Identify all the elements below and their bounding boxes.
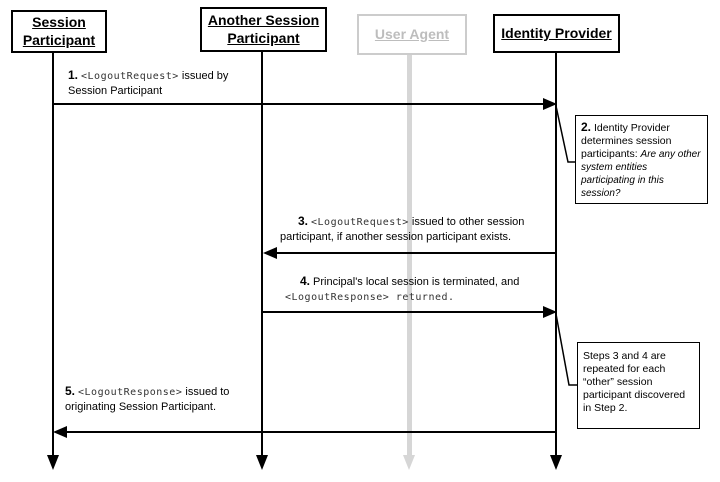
note-question-text: Are any other system entities participat… [581, 149, 701, 199]
actor-box-session-participant: Session Participant [11, 10, 107, 53]
actor-box-user-agent: User Agent [357, 14, 467, 55]
step-number: 5. [65, 384, 76, 398]
arrow-step5-head-icon [53, 426, 67, 438]
lifeline-end-arrow-icon [256, 455, 268, 470]
xml-tag: <LogoutRequest> [311, 217, 409, 228]
arrow-step5-line [66, 431, 557, 433]
arrow-step1-head-icon [543, 98, 557, 110]
actor-label: Identity Provider [501, 24, 612, 41]
message-text: participant, if another session particip… [280, 231, 512, 243]
arrow-step4-head-icon [543, 306, 557, 318]
message-text: issued to other session [408, 216, 525, 228]
actor-label: Session Participant [22, 14, 96, 48]
lifeline-end-arrow-icon [47, 455, 59, 470]
xml-tag: <LogoutResponse> [78, 387, 183, 398]
note-text: Steps 3 and 4 are repeated for each “oth… [583, 350, 686, 414]
message-step1: 1.<LogoutRequest> issued by Session Part… [68, 68, 318, 99]
actor-box-identity-provider: Identity Provider [493, 14, 620, 53]
arrow-step3-line [276, 252, 557, 254]
note-step2: 2.Identity Provider determines session p… [575, 115, 708, 204]
xml-tag: <LogoutRequest> [81, 71, 179, 82]
arrow-step1-line [53, 103, 544, 105]
step-number: 3. [298, 214, 309, 228]
note-text: Identity Provider determines session par… [581, 122, 672, 160]
note-connector-step2 [555, 105, 575, 163]
message-step5: 5.<LogoutResponse> issued to originating… [65, 384, 315, 415]
lifeline-session-participant [52, 53, 54, 455]
actor-label: Another Session Participant [207, 12, 320, 46]
step-number: 1. [68, 68, 79, 82]
message-text: issued to [182, 386, 230, 398]
lifeline-end-arrow-icon [550, 455, 562, 470]
message-text: Session Participant [68, 85, 163, 97]
message-step3: 3.<LogoutRequest> issued to other sessio… [280, 214, 575, 245]
actor-label: User Agent [374, 25, 450, 42]
message-text: Principal's local session is terminated,… [313, 276, 520, 288]
xml-tag: <LogoutResponse> returned. [285, 292, 455, 303]
lifeline-user-agent [407, 55, 412, 455]
lifeline-end-arrow-icon [403, 455, 415, 470]
actor-box-another-session-participant: Another Session Participant [200, 7, 327, 52]
note-repeat-steps: Steps 3 and 4 are repeated for each “oth… [577, 342, 700, 429]
arrow-step3-head-icon [263, 247, 277, 259]
arrow-step4-line [263, 311, 544, 313]
note-connector-repeat [555, 313, 577, 386]
message-text: issued by [178, 70, 229, 82]
step-number: 4. [300, 274, 311, 288]
step-number: 2. [581, 120, 592, 134]
message-text: originating Session Participant. [65, 401, 217, 413]
lifeline-another-session-participant [261, 52, 263, 455]
message-step4: 4.Principal's local session is terminate… [285, 274, 580, 305]
lifeline-identity-provider [555, 53, 557, 455]
